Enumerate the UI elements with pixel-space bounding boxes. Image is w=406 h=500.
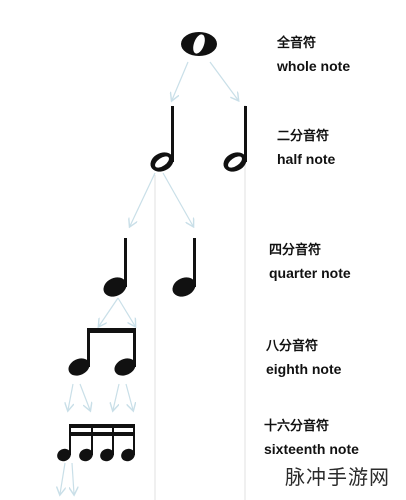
label-half-note: 二分音符 half note [277,129,336,167]
label-whole-note: 全音符 whole note [277,36,351,74]
eighth-notes-icon [68,328,136,376]
branch-arrows [60,61,238,494]
label-zh: 八分音符 [266,339,319,354]
label-en: quarter note [269,264,351,281]
label-quarter-note: 四分音符 quarter note [269,243,351,281]
guide-lines [154,105,246,500]
label-zh: 全音符 [277,36,317,51]
label-zh: 二分音符 [277,129,330,144]
label-en: whole note [277,57,351,74]
label-en: half note [277,150,336,167]
watermark: 脉冲手游网 [285,465,390,489]
quarter-note-icon [103,238,127,297]
label-eighth-note: 八分音符 eighth note [266,339,342,377]
label-en: sixteenth note [264,440,359,457]
sixteenth-notes-icon [57,424,135,462]
label-zh: 十六分音符 [264,419,330,434]
label-zh: 四分音符 [269,243,322,258]
half-note-icon [150,106,174,172]
whole-note-icon [181,32,217,56]
quarter-note-icon [172,238,196,297]
half-note-icon [223,106,247,172]
label-en: eighth note [266,360,342,377]
label-sixteenth-note: 十六分音符 sixteenth note [264,419,359,457]
